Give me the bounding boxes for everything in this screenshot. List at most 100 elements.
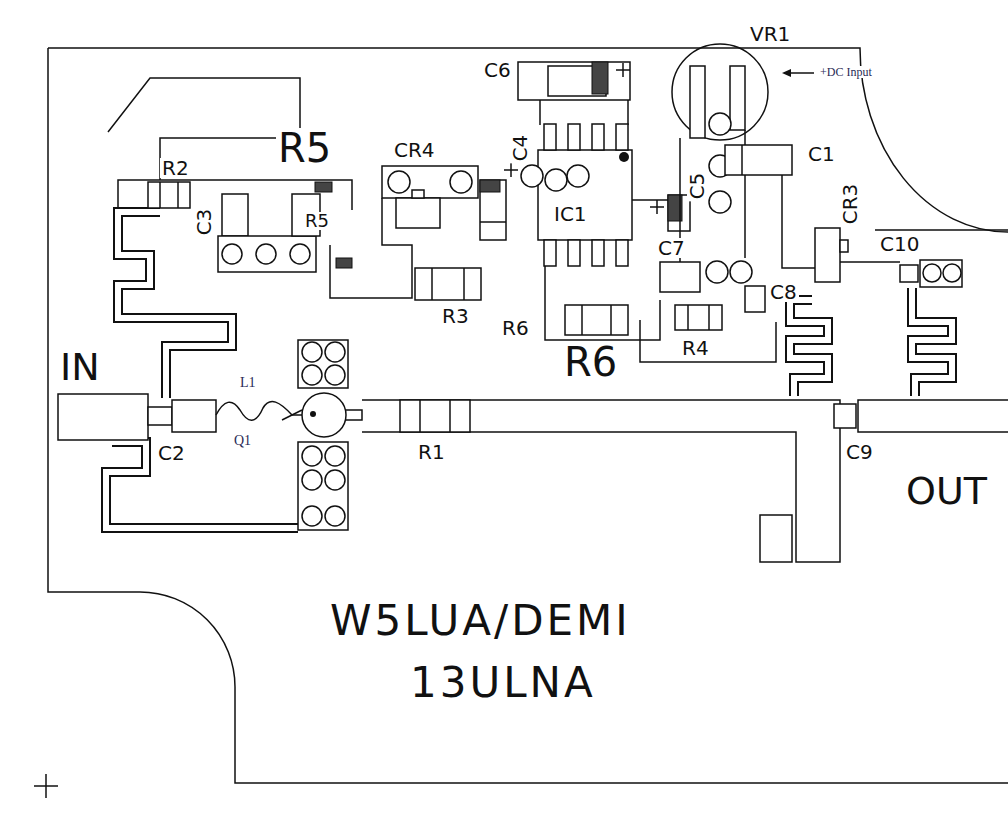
meander-line [912, 288, 952, 396]
resistor-pad [565, 305, 628, 335]
via-hole [256, 244, 276, 264]
part-label: C3 [194, 207, 214, 238]
via-hole [325, 446, 345, 466]
ic-body [538, 150, 632, 240]
ground-pad [298, 442, 348, 530]
ic-pin [592, 124, 604, 150]
inductor-wire [216, 402, 304, 421]
hatched-mark [315, 182, 332, 192]
via-hole [302, 365, 322, 385]
capacitor-pad [834, 404, 856, 428]
ic-pin [568, 240, 580, 266]
resistor-pad [687, 305, 689, 330]
input-pad [58, 394, 148, 440]
board-legend: 13ULNA [408, 662, 598, 704]
part-label: R3 [440, 306, 471, 326]
resistor-pad [177, 182, 179, 208]
part-label: R5 [303, 212, 331, 230]
copper-trace [545, 266, 660, 340]
part-label: C1 [806, 144, 837, 164]
resistor-pad [449, 400, 451, 432]
part-label: R2 [160, 158, 191, 178]
registration-mark [45, 774, 47, 798]
part-label: R6 [500, 318, 531, 338]
resistor-pad [415, 268, 481, 300]
copper-trace [540, 100, 628, 125]
copper-trace [108, 78, 300, 180]
rf-trace [172, 400, 216, 432]
via-hole [521, 165, 543, 187]
resistor-pad [463, 268, 465, 300]
capacitor-pad [148, 407, 172, 425]
capacitor-pad [518, 62, 630, 100]
part-label: C10 [878, 234, 921, 254]
part-label: C4 [510, 133, 530, 164]
resistor-pad [431, 268, 433, 300]
via-hole [923, 264, 941, 282]
ground-pad [298, 340, 348, 388]
part-label: IC1 [552, 204, 589, 224]
regulator-pad [690, 66, 705, 138]
via-hole [325, 470, 345, 490]
board-outline [48, 48, 1008, 783]
capacitor-pad [745, 286, 765, 312]
capacitor-pad [660, 262, 700, 292]
part-label: Q1 [232, 434, 253, 448]
part-label: C6 [482, 60, 513, 80]
capacitor-pad [900, 265, 918, 282]
pin1-dot [619, 152, 629, 162]
output-trace [858, 400, 1008, 432]
sot23-lead [412, 190, 424, 198]
capacitor-pad [222, 194, 248, 236]
regulator-outline [672, 44, 768, 140]
hatched-mark [592, 62, 608, 94]
via-hole [302, 342, 322, 362]
via-hole [709, 191, 731, 213]
capacitor-pad [480, 180, 506, 240]
component-pad [218, 236, 316, 272]
meander-line [118, 212, 232, 398]
ic-pin [568, 124, 580, 150]
via-hole [388, 171, 410, 193]
via-hole [730, 261, 752, 283]
resistor-pad [581, 305, 583, 335]
ic-pin [616, 240, 628, 266]
board-legend: IN [58, 348, 102, 386]
transistor-dot [310, 411, 316, 417]
via-hole [222, 244, 242, 264]
meander-line [790, 300, 828, 396]
part-label: C8 [768, 282, 799, 302]
via-hole [302, 446, 322, 466]
part-label: R1 [416, 442, 447, 462]
via-hole [325, 506, 345, 526]
connector-pad [920, 260, 962, 287]
copper-trace [782, 175, 815, 268]
ic-pin [544, 124, 556, 150]
via-hole [706, 261, 728, 283]
via-hole [450, 171, 472, 193]
ic-pin [592, 240, 604, 266]
diode-tab [840, 240, 848, 252]
meander-line [790, 300, 828, 396]
resistor-pad [675, 305, 722, 330]
board-legend: W5LUA/DEMI [328, 600, 633, 642]
part-label: C9 [844, 442, 875, 462]
meander-line [106, 442, 298, 528]
ic-pin [544, 240, 556, 266]
via-hole [302, 470, 322, 490]
via-hole [290, 244, 310, 264]
via-hole [943, 264, 961, 282]
regulator-pad [730, 66, 745, 130]
board-legend: R5 [276, 128, 333, 168]
sot23-package [396, 198, 440, 228]
hatched-mark [336, 258, 352, 268]
copper-trace [840, 230, 1008, 262]
polarity-mark [622, 63, 624, 77]
via-hole [325, 342, 345, 362]
transistor-body [302, 393, 346, 437]
part-label: CR4 [392, 140, 437, 160]
polarity-mark [656, 200, 658, 214]
part-label: CR3 [840, 182, 860, 227]
